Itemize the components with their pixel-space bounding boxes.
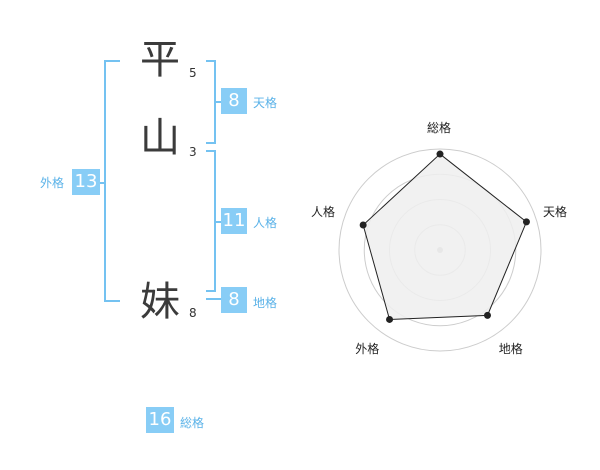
- jinkaku-value: 11: [221, 208, 247, 234]
- gaikaku-bracket: [104, 60, 120, 302]
- name-char-3: 妹: [140, 279, 180, 325]
- radar-axis-label: 総格: [427, 121, 452, 135]
- tenkaku-connector: [215, 101, 221, 103]
- name-char-2: 山: [140, 115, 180, 161]
- radar-ring: [363, 173, 517, 327]
- soukaku-value: 16: [146, 407, 174, 433]
- radar-point-5: [359, 221, 367, 229]
- chikaku-connector: [206, 298, 221, 300]
- radar-axis-label: 天格: [543, 205, 568, 220]
- jinkaku-label: 人格: [253, 216, 278, 230]
- chikaku-value: 8: [221, 287, 247, 313]
- radar-axis-label: 外格: [355, 341, 380, 356]
- radar-polygon: [362, 153, 528, 320]
- radar-points: [359, 150, 530, 323]
- radar-point-3: [483, 311, 491, 319]
- stroke-count-1: 5: [189, 66, 197, 80]
- gaikaku-label: 外格: [40, 176, 65, 190]
- radar-point-1: [436, 150, 444, 158]
- tenkaku-label: 天格: [253, 96, 278, 110]
- radar-rings: [338, 148, 542, 352]
- soukaku-label: 総格: [180, 416, 205, 430]
- radar-point-2: [522, 218, 530, 226]
- jinkaku-connector: [215, 221, 221, 223]
- gaikaku-connector: [98, 182, 105, 184]
- chikaku-label: 地格: [253, 296, 278, 310]
- stroke-count-3: 8: [189, 306, 197, 320]
- name-char-1: 平: [140, 37, 180, 83]
- radar-ring: [389, 199, 491, 301]
- tenkaku-value: 8: [221, 88, 247, 114]
- stroke-count-2: 3: [189, 145, 197, 159]
- radar-ring: [414, 224, 466, 276]
- radar-axis-label: 人格: [310, 205, 335, 220]
- radar-ring: [338, 148, 542, 352]
- radar-axis-label: 地格: [498, 341, 523, 356]
- radar-point-4: [386, 315, 394, 323]
- radar-polygon-group: [362, 153, 528, 320]
- gaikaku-value: 13: [72, 169, 100, 195]
- radar-center-dot: [437, 247, 443, 253]
